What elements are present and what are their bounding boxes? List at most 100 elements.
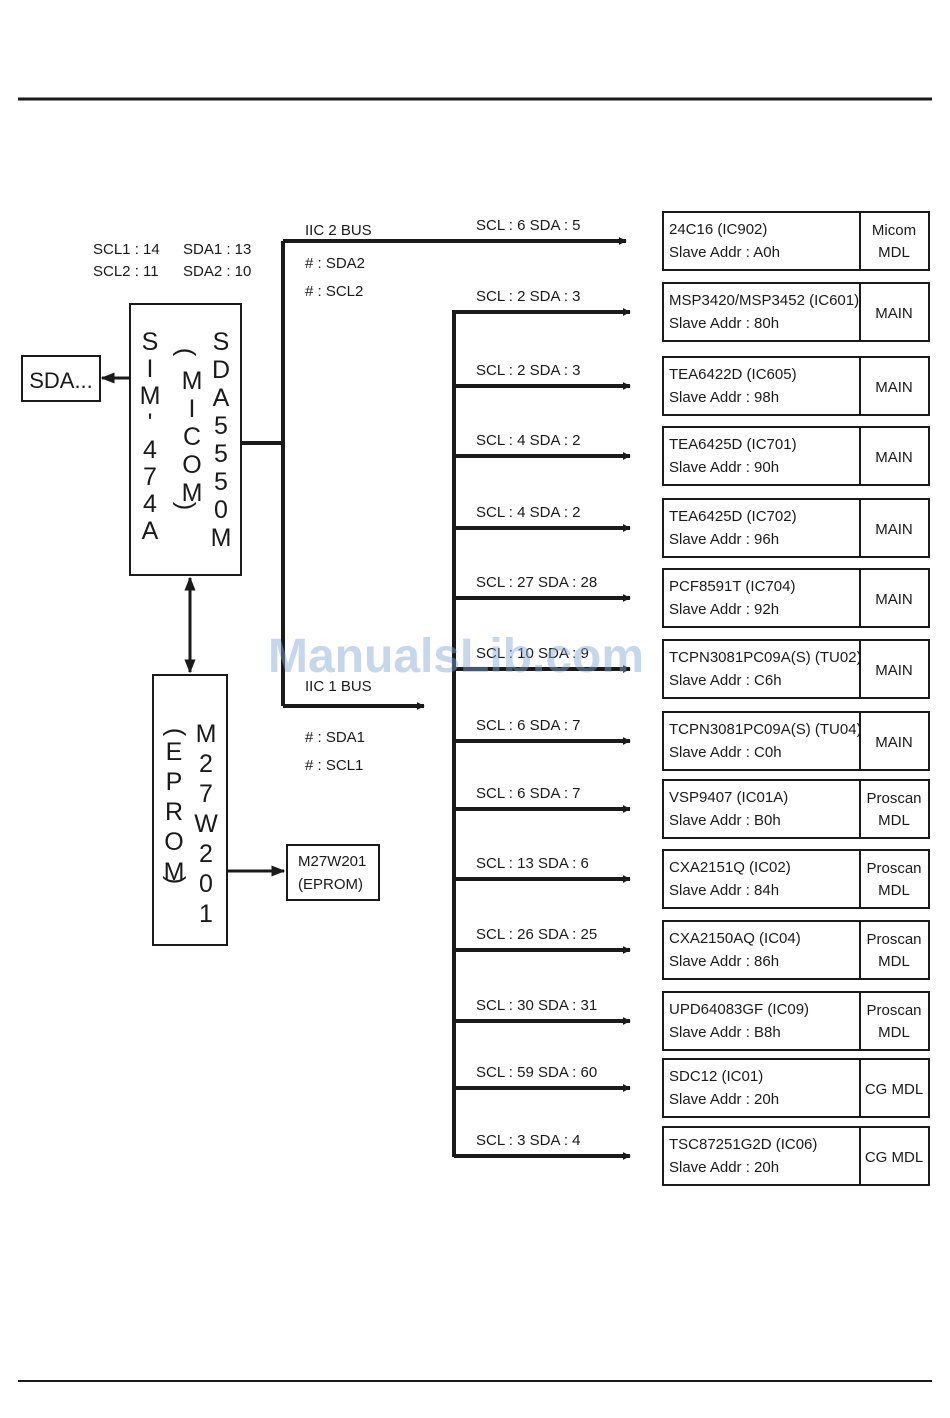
watermark: ManualsLib.com: [268, 630, 644, 683]
device-row: SCL : 4 SDA : 2 TEA6425D (IC702) Slave Add…: [454, 498, 930, 558]
device-slave-addr: Slave Addr : A0h: [669, 244, 780, 261]
device-pins: SCL : 6 SDA : 7: [476, 785, 581, 802]
device-slave-addr: Slave Addr : 20h: [669, 1159, 779, 1176]
part-number-letter: 5: [214, 468, 228, 496]
micom-pin-label: SCL1 : 14: [93, 241, 160, 258]
iic2-note: # : SDA2: [305, 255, 365, 272]
device-box: [662, 282, 930, 342]
device-module: MAIN: [875, 305, 913, 322]
device-module: MDL: [878, 882, 910, 899]
device-part: TEA6425D (IC701): [669, 436, 797, 453]
device-part: MSP3420/MSP3452 (IC601): [669, 292, 859, 309]
part-number-letter: 0: [199, 870, 213, 898]
chip-name-letter: A: [142, 517, 159, 545]
device-module: MAIN: [875, 379, 913, 396]
eprom-label-letter: O: [164, 828, 183, 856]
device-part: TEA6425D (IC702): [669, 508, 797, 525]
micom-pin-label: SCL2 : 11: [93, 263, 159, 280]
device-part: TCPN3081PC09A(S) (TU02): [669, 649, 862, 666]
micom-label-letter: I: [189, 395, 196, 423]
device-module: Proscan: [866, 790, 921, 807]
chip-name-letter: M: [140, 382, 161, 410]
iic1-bus-title: IIC 1 BUS: [305, 678, 372, 695]
device-box: [662, 356, 930, 416]
device-box: [662, 849, 930, 909]
device-slave-addr: Slave Addr : 80h: [669, 315, 779, 332]
iic1-note: # : SDA1: [305, 729, 365, 746]
device-slave-addr: Slave Addr : B8h: [669, 1024, 781, 1041]
device-part: SDC12 (IC01): [669, 1068, 763, 1085]
device-slave-addr: Slave Addr : C0h: [669, 744, 782, 761]
device-box: [662, 991, 930, 1051]
device-module: MDL: [878, 953, 910, 970]
eprom-box: [152, 674, 228, 946]
part-number-letter: 5: [214, 440, 228, 468]
sda-box: [21, 355, 101, 402]
chip-name-letter: 7: [143, 463, 157, 491]
micom-label-letter: M: [182, 367, 203, 395]
device-module: MDL: [878, 244, 910, 261]
chip-name-letter: S: [142, 328, 159, 356]
device-pins: SCL : 27 SDA : 28: [476, 574, 597, 591]
sda-box-label: SDA...: [29, 368, 93, 393]
micom-label-letter: C: [183, 423, 201, 451]
eprom-output-label: (EPROM): [298, 876, 363, 893]
part-number-letter: S: [213, 328, 230, 356]
part-number-letter: 5: [214, 412, 228, 440]
device-pins: SCL : 2 SDA : 3: [476, 288, 581, 305]
eprom-output-label: M27W201: [298, 853, 366, 870]
part-number-letter: 2: [199, 750, 213, 778]
part-number-letter: 0: [214, 496, 228, 524]
device-slave-addr: Slave Addr : 20h: [669, 1091, 779, 1108]
device-part: TCPN3081PC09A(S) (TU04): [669, 721, 862, 738]
device-box: [662, 498, 930, 558]
eprom-label: EPROM: [164, 738, 185, 886]
device-pins: SCL : 59 SDA : 60: [476, 1064, 597, 1081]
device-row: SCL : 27 SDA : 28 PCF8591T (IC704) Slave A…: [454, 568, 930, 628]
device-slave-addr: Slave Addr : 90h: [669, 459, 779, 476]
close-paren: ): [172, 502, 200, 510]
micom-label-letter: M: [182, 479, 203, 507]
device-part: PCF8591T (IC704): [669, 578, 795, 595]
device-box: [662, 568, 930, 628]
device-module: Proscan: [866, 860, 921, 877]
open-paren: (: [172, 348, 200, 357]
micom-label-letter: O: [182, 451, 201, 479]
device-module: MAIN: [875, 734, 913, 751]
device-box: [662, 779, 930, 839]
device-slave-addr: Slave Addr : 92h: [669, 601, 779, 618]
device-slave-addr: Slave Addr : 86h: [669, 953, 779, 970]
device-part: UPD64083GF (IC09): [669, 1001, 809, 1018]
part-number-letter: 1: [199, 900, 213, 928]
device-slave-addr: Slave Addr : 96h: [669, 531, 779, 548]
device-pins: SCL : 6 SDA : 5: [476, 217, 581, 234]
device-module: MAIN: [875, 449, 913, 466]
device-module: MDL: [878, 1024, 910, 1041]
device-module: CG MDL: [865, 1149, 923, 1166]
chip-name-letter: 4: [143, 436, 157, 464]
device-slave-addr: Slave Addr : C6h: [669, 672, 782, 689]
micom-box: [129, 303, 242, 576]
close-paren: ): [162, 876, 190, 884]
device-module: MAIN: [875, 662, 913, 679]
eprom-output-box: [286, 844, 380, 901]
device-pins: SCL : 4 SDA : 2: [476, 504, 581, 521]
part-number-letter: 7: [199, 780, 213, 808]
iic2-note: # : SCL2: [305, 283, 363, 300]
part-number-letter: M: [196, 720, 217, 748]
device-box: [662, 1058, 930, 1118]
device-module: Proscan: [866, 931, 921, 948]
device-slave-addr: Slave Addr : B0h: [669, 812, 781, 829]
part-number-letter: A: [213, 384, 230, 412]
part-number-letter: W: [194, 810, 218, 838]
device-part: VSP9407 (IC01A): [669, 789, 788, 806]
device-pins: SCL : 26 SDA : 25: [476, 926, 597, 943]
device-part: CXA2151Q (IC02): [669, 859, 791, 876]
